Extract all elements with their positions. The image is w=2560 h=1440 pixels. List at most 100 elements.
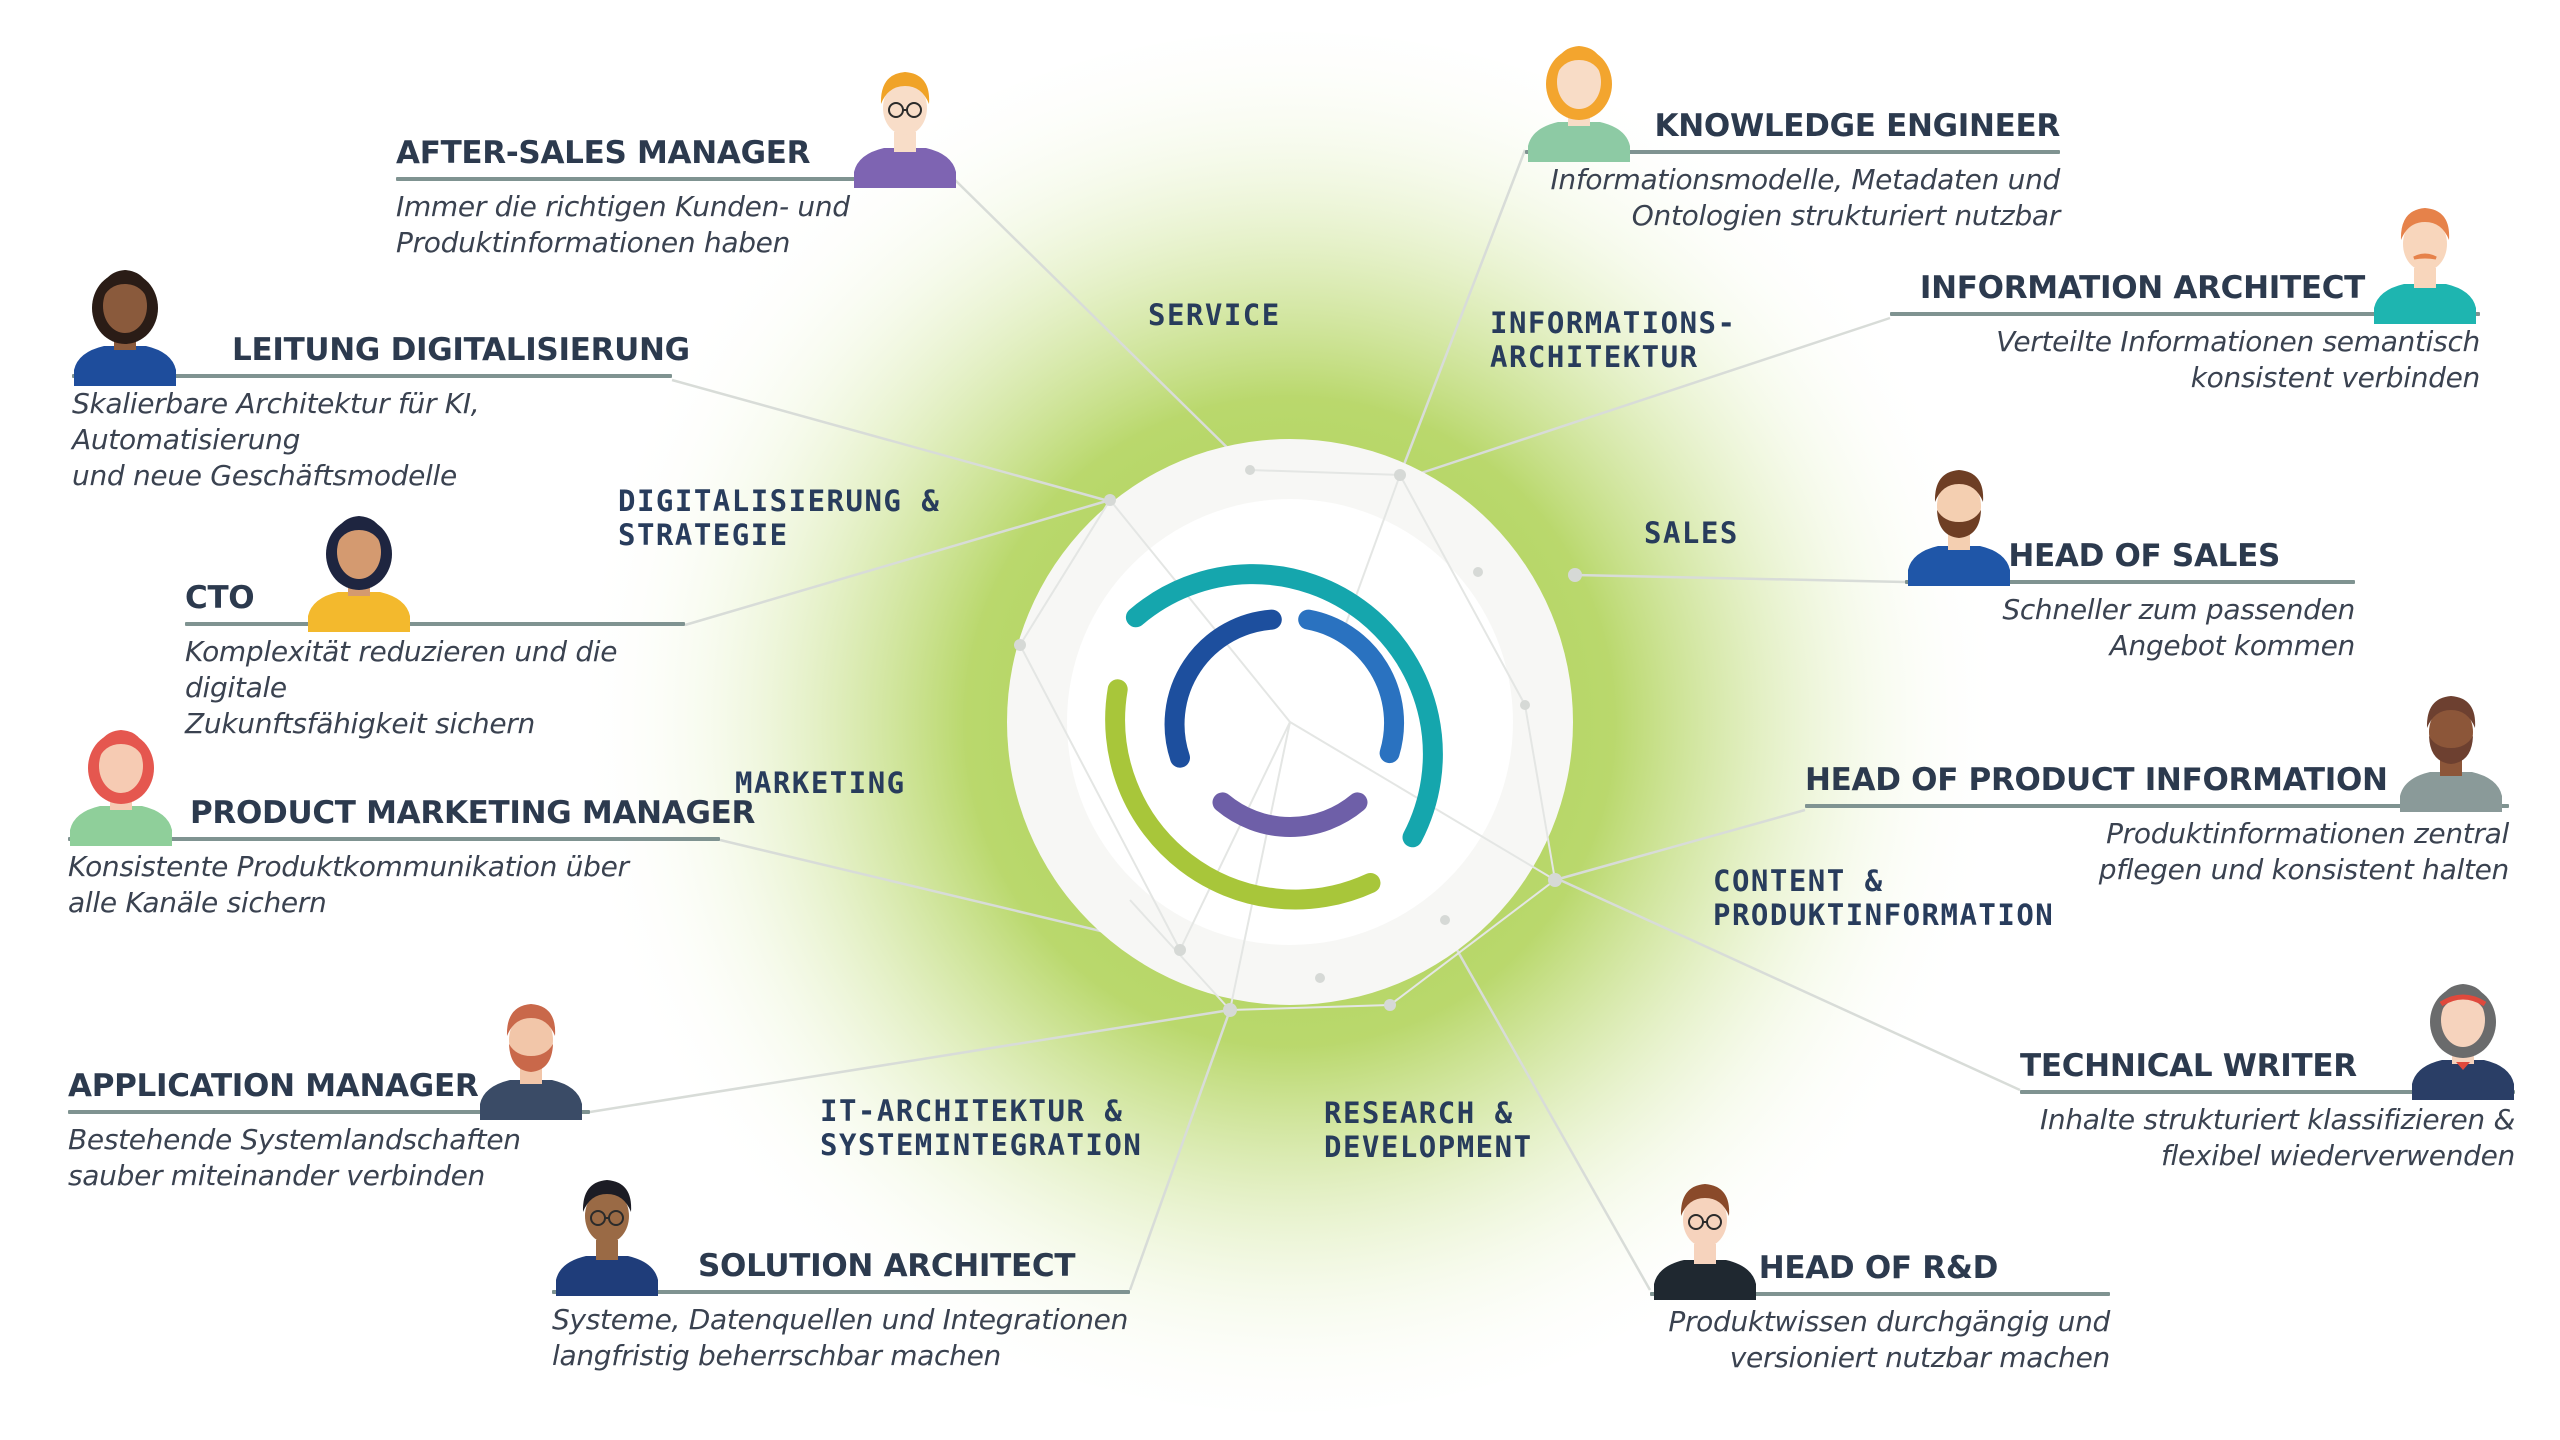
role-underline xyxy=(68,837,720,841)
domain-digitalisierung-strategie: DIGITALISIERUNG & STRATEGIE xyxy=(618,484,941,552)
role-title: PRODUCT MARKETING MANAGER xyxy=(190,795,756,831)
person-icon xyxy=(308,516,410,632)
role-solution-architect: SOLUTION ARCHITECT Systeme, Datenquellen… xyxy=(552,1248,1130,1374)
role-underline xyxy=(1905,580,2355,584)
role-description: Konsistente Produktkommunikation über al… xyxy=(68,850,629,919)
role-description: Komplexität reduzieren und die digitale … xyxy=(185,635,618,740)
connector-info-architect xyxy=(1399,316,1891,482)
logo-rings xyxy=(1105,564,1443,910)
role-cto: CTO Komplexität reduzieren und die digit… xyxy=(185,580,685,742)
role-title: AFTER-SALES MANAGER xyxy=(396,135,811,171)
domain-it-architektur: IT-ARCHITEKTUR & SYSTEMINTEGRATION xyxy=(820,1094,1143,1162)
person-icon xyxy=(74,270,176,386)
role-head-of-sales: HEAD OF SALES Schneller zum passenden An… xyxy=(1905,538,2355,664)
person-icon xyxy=(70,730,172,846)
role-title: HEAD OF R&D xyxy=(1758,1250,1999,1286)
domain-service: SERVICE xyxy=(1148,298,1281,332)
domain-informationsarchitektur: INFORMATIONS- ARCHITEKTUR xyxy=(1490,306,1737,374)
person-icon xyxy=(2400,696,2502,812)
product-marketing-manager-avatar xyxy=(66,716,176,850)
role-leitung-digitalisierung: LEITUNG DIGITALISIERUNG Skalierbare Arch… xyxy=(72,332,690,494)
cto-avatar xyxy=(304,502,414,636)
person-icon xyxy=(1654,1184,1756,1300)
role-underline xyxy=(185,622,685,626)
teal-arc xyxy=(1125,564,1443,848)
role-underline xyxy=(1890,312,2480,316)
role-product-marketing-manager: PRODUCT MARKETING MANAGER Konsistente Pr… xyxy=(68,795,756,921)
connector-head-rd xyxy=(1438,919,1652,1291)
role-after-sales-manager: AFTER-SALES MANAGER Immer die richtigen … xyxy=(396,135,956,261)
role-underline xyxy=(1525,150,2060,154)
after-sales-manager-avatar xyxy=(850,58,960,192)
role-underline xyxy=(396,177,956,181)
connector-after-sales xyxy=(954,179,1251,471)
lime-arc xyxy=(1105,679,1381,910)
domain-research-development: RESEARCH & DEVELOPMENT xyxy=(1324,1096,1533,1164)
role-description: Schneller zum passenden Angebot kommen xyxy=(2002,593,2355,662)
connector-leitung xyxy=(671,378,1106,502)
connector-product-info xyxy=(1554,808,1806,882)
purple-arc xyxy=(1212,792,1368,837)
role-description: Bestehende Systemlandschaften sauber mit… xyxy=(68,1123,521,1192)
person-icon xyxy=(2412,984,2514,1100)
information-architect-avatar xyxy=(2370,194,2480,328)
domain-marketing: MARKETING xyxy=(735,766,906,800)
person-icon xyxy=(556,1180,658,1296)
role-underline xyxy=(72,374,672,378)
head-of-rd-avatar xyxy=(1650,1170,1760,1304)
role-description: Produktwissen durchgängig und versionier… xyxy=(1668,1305,2110,1374)
role-title: SOLUTION ARCHITECT xyxy=(698,1248,1076,1284)
application-manager-avatar xyxy=(476,990,586,1124)
role-description: Skalierbare Architektur für KI, Automati… xyxy=(72,387,480,492)
dark-blue-arc xyxy=(1164,609,1282,768)
role-information-architect: INFORMATION ARCHITECT Verteilte Informat… xyxy=(1890,270,2480,396)
role-title: APPLICATION MANAGER xyxy=(68,1068,479,1104)
role-title: LEITUNG DIGITALISIERUNG xyxy=(232,332,690,368)
person-icon xyxy=(2374,208,2476,324)
connector-cto xyxy=(684,498,1111,627)
role-technical-writer: TECHNICAL WRITER Inhalte strukturiert kl… xyxy=(2020,1048,2515,1174)
network-nodes xyxy=(1014,465,1582,1017)
role-description: Immer die richtigen Kunden- und Produkti… xyxy=(396,190,850,259)
role-underline xyxy=(552,1290,1130,1294)
blue-arc xyxy=(1298,609,1405,764)
role-underline xyxy=(2020,1090,2515,1094)
role-description: Systeme, Datenquellen und Integrationen … xyxy=(552,1303,1129,1372)
domain-sales: SALES xyxy=(1644,516,1739,550)
leitung-digitalisierung-avatar xyxy=(70,256,180,390)
role-underline xyxy=(1650,1292,2110,1296)
role-description: Inhalte strukturiert klassifizieren & fl… xyxy=(2039,1103,2515,1172)
role-title: TECHNICAL WRITER xyxy=(2020,1048,2357,1084)
person-icon xyxy=(480,1004,582,1120)
role-underline xyxy=(1805,804,2509,808)
head-of-product-information-avatar xyxy=(2396,682,2506,816)
person-icon xyxy=(1908,470,2010,586)
technical-writer-avatar xyxy=(2408,970,2518,1104)
role-title: INFORMATION ARCHITECT xyxy=(1919,270,2365,306)
knowledge-engineer-avatar xyxy=(1524,32,1634,166)
role-description: Verteilte Informationen semantisch konsi… xyxy=(1996,325,2480,394)
role-title: KNOWLEDGE ENGINEER xyxy=(1654,108,2061,144)
role-description: Produktinformationen zentral pflegen und… xyxy=(2098,817,2510,886)
connector-technical-writer xyxy=(1559,878,2021,1092)
person-icon xyxy=(854,72,956,188)
role-head-of-rd: HEAD OF R&D Produktwissen durchgängig un… xyxy=(1650,1250,2110,1376)
head-of-sales-avatar xyxy=(1904,456,2014,590)
role-title: CTO xyxy=(185,580,255,616)
role-knowledge-engineer: KNOWLEDGE ENGINEER Informationsmodelle, … xyxy=(1525,108,2060,234)
role-head-of-product-information: HEAD OF PRODUCT INFORMATION Produktinfor… xyxy=(1805,762,2509,888)
role-underline xyxy=(68,1110,590,1114)
role-description: Informationsmodelle, Metadaten und Ontol… xyxy=(1550,163,2060,232)
domain-content-produktinformation: CONTENT & PRODUKTINFORMATION xyxy=(1713,864,2055,932)
role-title: HEAD OF PRODUCT INFORMATION xyxy=(1805,762,2388,798)
role-title: HEAD OF SALES xyxy=(2008,538,2280,574)
role-application-manager: APPLICATION MANAGER Bestehende Systemlan… xyxy=(68,1068,590,1194)
solution-architect-avatar xyxy=(552,1166,662,1300)
connector-app-manager xyxy=(589,1008,1231,1114)
connector-solution xyxy=(1128,1009,1232,1291)
connector-knowledge xyxy=(1398,149,1527,476)
person-icon xyxy=(1528,46,1630,162)
connector-head-sales xyxy=(1574,573,1906,584)
